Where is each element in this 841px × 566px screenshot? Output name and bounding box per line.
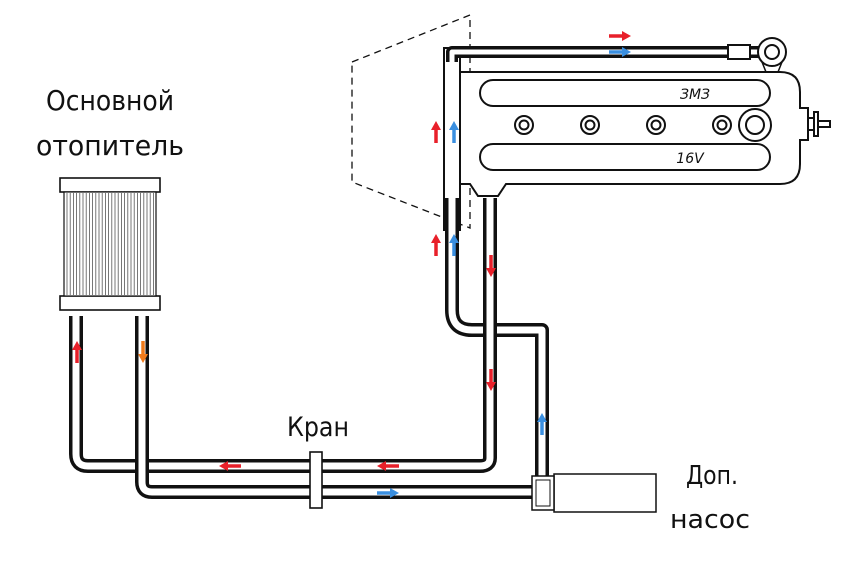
- valve-label: Кран: [287, 412, 349, 443]
- engine-brand-label: ЗМЗ: [680, 87, 710, 103]
- valve[interactable]: Кран: [287, 412, 349, 509]
- valve-body[interactable]: [309, 451, 323, 509]
- arrow-top-hot: [609, 31, 631, 41]
- arrow-pump-up-cold: [537, 413, 547, 435]
- heater-top-tank: [59, 177, 161, 193]
- pipe-network: [69, 198, 549, 499]
- engine: ЗМЗ 16V: [351, 14, 831, 231]
- main-heater-label-line2: отопитель: [36, 129, 184, 162]
- arrow-engine-hot-1: [431, 121, 441, 143]
- arrow-bottom-cold: [377, 488, 399, 498]
- arrow-heater-out-mixed: [138, 341, 148, 363]
- crank-pulley: [807, 111, 831, 137]
- aux-pump-label-line2: насос: [670, 505, 750, 535]
- heater-fins: [66, 193, 154, 295]
- arrow-bottom-hot-2: [219, 461, 241, 471]
- gearbox-outline: [351, 14, 471, 229]
- main-heater-label-line1: Основной: [46, 84, 174, 117]
- aux-pump[interactable]: Доп. насос: [531, 461, 750, 535]
- arrow-heater-in-hot: [72, 341, 82, 363]
- heater-bottom-tank: [59, 295, 161, 311]
- engine-head-upper: [479, 79, 771, 107]
- arrow-return-hot-1: [486, 255, 496, 277]
- aux-pump-housing: [531, 475, 555, 511]
- aux-pump-motor: [553, 473, 657, 513]
- aux-pump-label-line1: Доп.: [686, 461, 738, 491]
- arrow-top-cold: [609, 47, 631, 57]
- arrow-bottom-hot-1: [377, 461, 399, 471]
- arrow-return-hot-2: [486, 369, 496, 391]
- spark-plugs: [514, 108, 772, 142]
- engine-head-lower: [479, 143, 771, 171]
- thermostat-fitting: [727, 44, 751, 60]
- flow-arrows: [72, 31, 631, 498]
- main-heater[interactable]: Основной отопитель: [36, 84, 184, 311]
- engine-valves-label: 16V: [676, 151, 705, 167]
- heater-core: [63, 191, 157, 297]
- arrow-engine-cold-1: [449, 121, 459, 143]
- arrow-engine-cold-2: [449, 234, 459, 256]
- arrow-engine-hot-2: [431, 234, 441, 256]
